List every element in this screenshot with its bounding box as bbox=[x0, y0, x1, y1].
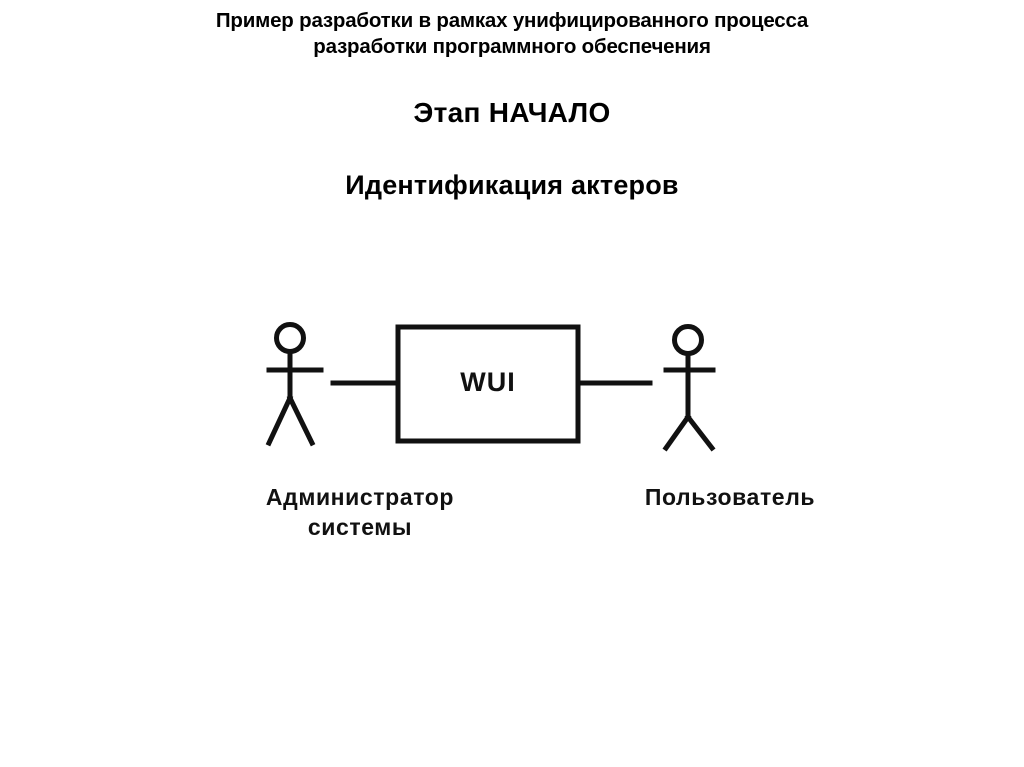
actor-user-leg-right bbox=[684, 413, 716, 452]
actor-admin-label-line-1: Администратор bbox=[265, 484, 455, 510]
actor-admin-figure bbox=[265, 322, 324, 447]
actor-admin-leg-left bbox=[265, 394, 294, 447]
component-wui-label: WUI bbox=[460, 367, 516, 397]
stage-heading: Этап НАЧАЛО bbox=[413, 97, 611, 128]
actor-admin-leg-right bbox=[286, 394, 316, 447]
title-line-2: разработки программного обеспечения bbox=[313, 35, 711, 58]
uml-diagram: WUI Администратор системы Пользователь bbox=[150, 300, 870, 570]
actor-user-leg-left bbox=[662, 413, 692, 452]
actor-admin-head-icon bbox=[274, 322, 306, 354]
actor-user-figure bbox=[662, 324, 716, 452]
actor-admin-label-line-2: системы bbox=[307, 514, 413, 540]
section-heading: Идентификация актеров bbox=[345, 170, 679, 200]
actor-admin-label: Администратор системы bbox=[175, 482, 545, 542]
actor-user-label: Пользователь bbox=[644, 484, 816, 510]
diagram-svg bbox=[265, 322, 716, 452]
page-title: Пример разработки в рамках унифицированн… bbox=[0, 8, 1024, 60]
title-line-1: Пример разработки в рамках унифицированн… bbox=[215, 9, 809, 32]
actor-user-head-icon bbox=[672, 324, 704, 356]
